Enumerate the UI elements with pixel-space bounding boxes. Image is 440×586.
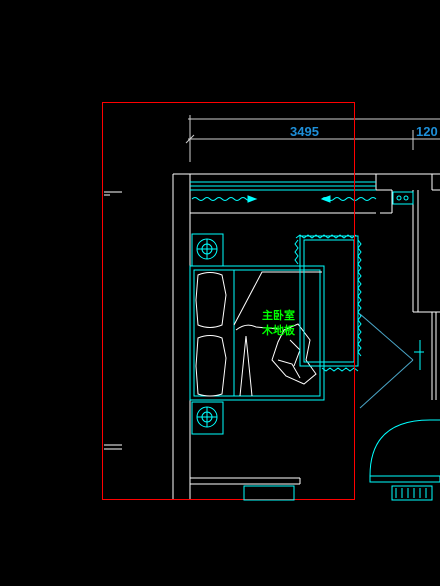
window: [190, 181, 376, 191]
walls: [172, 173, 440, 500]
room-floor-label: 木地板: [261, 323, 296, 337]
bed: [189, 265, 325, 401]
dimension-side-width: 120: [416, 124, 438, 139]
bedside-table-bottom: [191, 401, 224, 435]
room-name-label: 主卧室: [262, 308, 295, 322]
print-boundary-frame: [102, 102, 355, 500]
pillows: [195, 272, 227, 397]
dimension-main-width: 3495: [290, 124, 319, 139]
dimension-line: [185, 115, 440, 162]
right-room-fixtures: [359, 191, 440, 501]
left-wall-ticks: [104, 191, 122, 450]
bedside-table-top: [191, 233, 224, 267]
bottom-cabinet: [243, 485, 295, 501]
curtain: [191, 195, 377, 203]
rug: [294, 234, 362, 372]
